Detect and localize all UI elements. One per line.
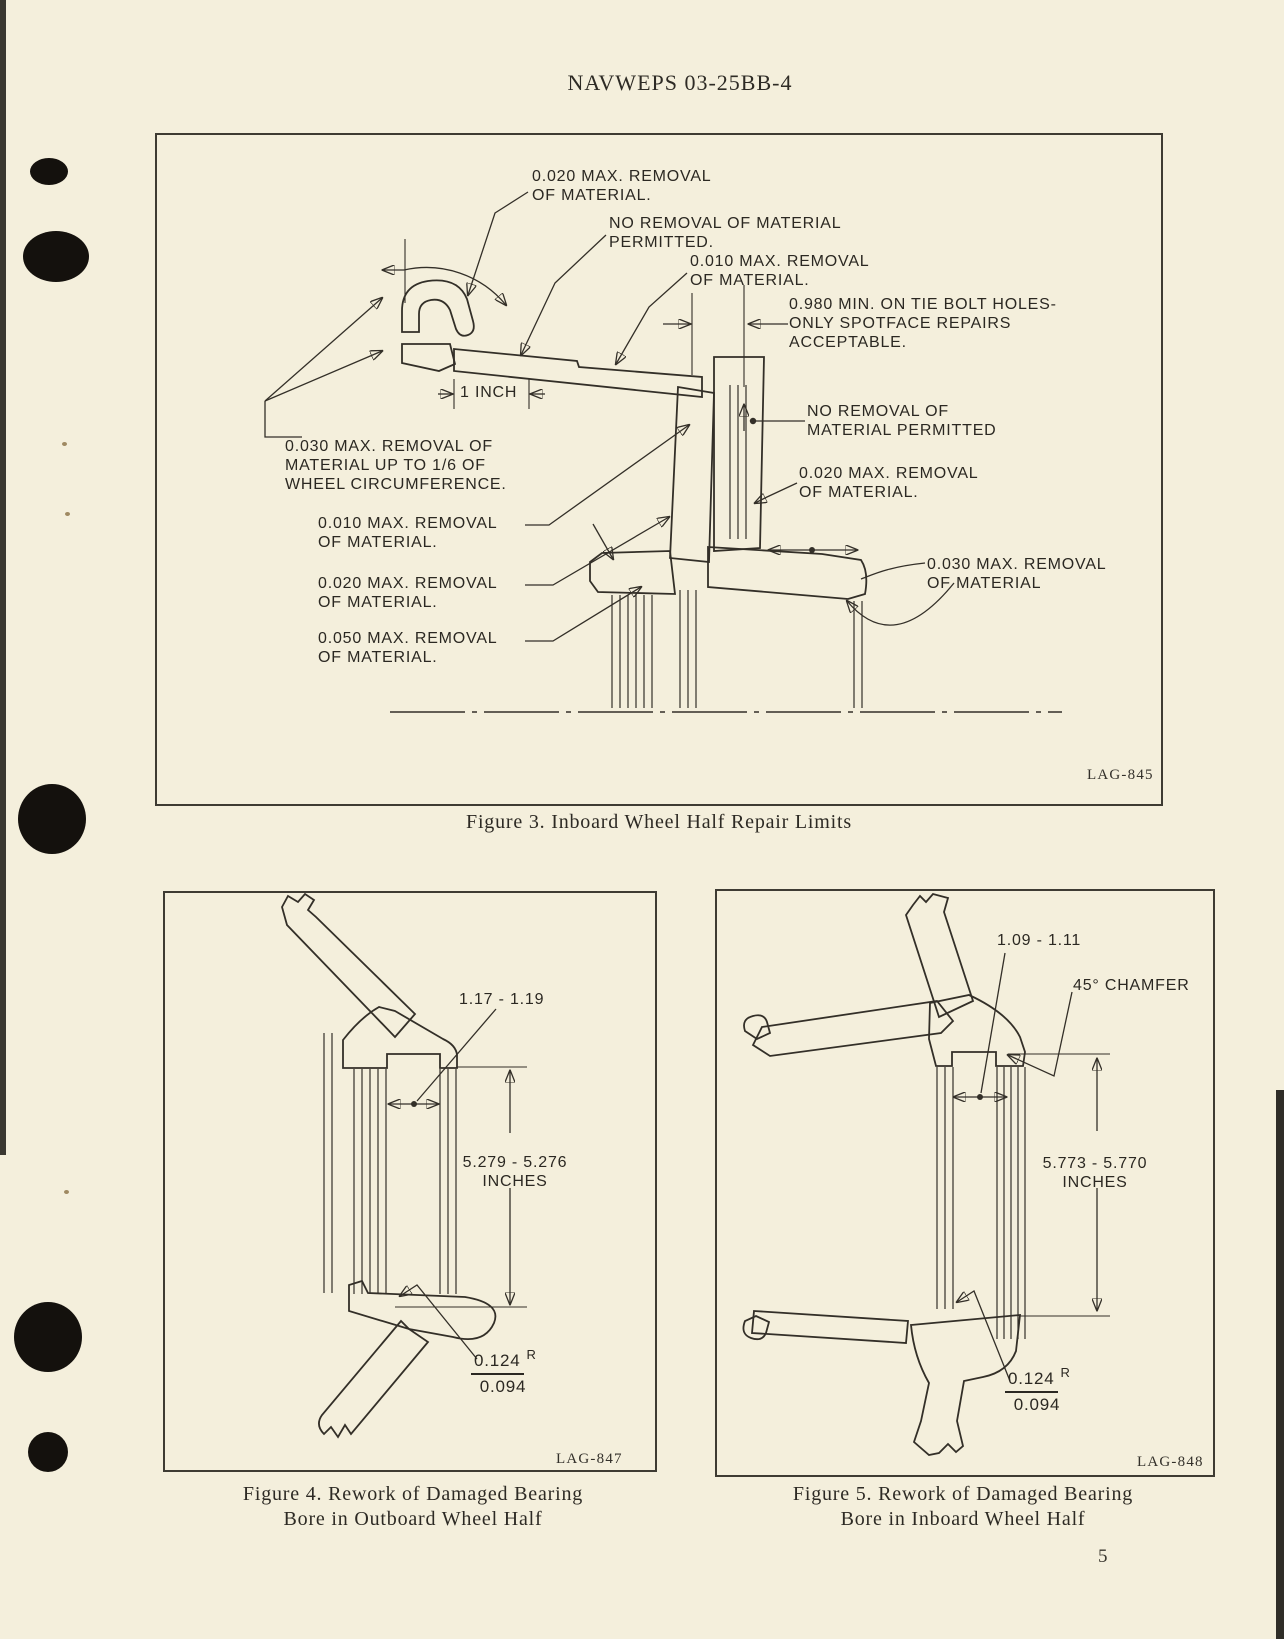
bore-cylinder-lines bbox=[936, 1067, 1026, 1339]
upper-spoke-arm bbox=[281, 893, 417, 1039]
callout-no-removal-hub: NO REMOVAL OF MATERIAL PERMITTED bbox=[807, 403, 997, 439]
flange-lip bbox=[401, 343, 457, 372]
dimension-1-inch: 1 INCH bbox=[460, 384, 518, 401]
lower-rim-band bbox=[751, 1310, 909, 1344]
callout-0010-removal-left: 0.010 MAX. REMOVAL OF MATERIAL. bbox=[318, 515, 498, 551]
drawing-id-lag847: LAG-847 bbox=[556, 1451, 623, 1467]
dimension-bore-depth: 5.773 - 5.770 INCHES bbox=[1042, 1155, 1148, 1191]
figure5-drawing bbox=[742, 892, 1110, 1456]
drawing-id-lag848: LAG-848 bbox=[1137, 1454, 1204, 1470]
upper-spoke-arm bbox=[905, 892, 975, 1019]
dimension-bore-width: 1.17 - 1.19 bbox=[459, 991, 545, 1008]
binder-hole-mark bbox=[14, 1302, 82, 1372]
hub-mass bbox=[342, 1006, 458, 1069]
lower-spoke-arm bbox=[318, 1319, 430, 1439]
hub-mass bbox=[928, 994, 1026, 1067]
figure4-caption: Figure 4. Rework of Damaged Bearing Bore… bbox=[242, 1483, 584, 1530]
callout-0020-removal-top: 0.020 MAX. REMOVAL OF MATERIAL. bbox=[532, 168, 712, 204]
document-number: NAVWEPS 03-25BB-4 bbox=[567, 70, 793, 95]
callout-no-removal-top: NO REMOVAL OF MATERIAL PERMITTED. bbox=[609, 215, 842, 251]
dimension-bore-depth: 5.279 - 5.276 INCHES bbox=[462, 1154, 568, 1190]
binder-hole-mark bbox=[30, 158, 68, 185]
bore-cylinder-lines bbox=[611, 590, 863, 708]
figure3-frame: 0.020 MAX. REMOVAL OF MATERIAL. NO REMOV… bbox=[155, 133, 1163, 806]
scan-left-edge bbox=[0, 0, 6, 1155]
wheel-half-section bbox=[742, 892, 1026, 1456]
binder-hole-mark bbox=[23, 231, 89, 282]
rim-flange-hook bbox=[401, 279, 475, 337]
callout-chamfer: 45° CHAMFER bbox=[1073, 977, 1190, 994]
figure3-caption: Figure 3. Inboard Wheel Half Repair Limi… bbox=[466, 811, 852, 833]
dimension-lines bbox=[389, 1008, 527, 1360]
callout-0030-circumference: 0.030 MAX. REMOVAL OF MATERIAL UP TO 1/6… bbox=[285, 438, 507, 493]
callout-0010-removal-right: 0.010 MAX. REMOVAL OF MATERIAL. bbox=[690, 253, 870, 289]
lower-hub-mass bbox=[910, 1314, 1022, 1456]
callout-tie-bolt-holes: 0.980 MIN. ON TIE BOLT HOLES- ONLY SPOTF… bbox=[789, 296, 1057, 351]
callout-0050-removal-left: 0.050 MAX. REMOVAL OF MATERIAL. bbox=[318, 630, 498, 666]
drawing-id-lag845: LAG-845 bbox=[1087, 767, 1154, 783]
figure4-drawing bbox=[281, 893, 527, 1439]
upper-rim-band bbox=[751, 1000, 955, 1057]
scan-speck bbox=[64, 1190, 69, 1194]
wheel-half-section bbox=[281, 893, 497, 1439]
bore-cylinder-lines bbox=[323, 1033, 457, 1294]
rim-band bbox=[453, 348, 703, 398]
tie-bolt-hole bbox=[725, 383, 751, 541]
figure3-drawing bbox=[264, 191, 1062, 713]
lower-rim-lip bbox=[742, 1315, 771, 1341]
callout-0020-removal-left: 0.020 MAX. REMOVAL OF MATERIAL. bbox=[318, 575, 498, 611]
dimension-bore-width: 1.09 - 1.11 bbox=[997, 932, 1082, 949]
callout-0020-removal-right: 0.020 MAX. REMOVAL OF MATERIAL. bbox=[799, 465, 979, 501]
dimension-lines bbox=[954, 952, 1110, 1382]
bottom-left-flange bbox=[589, 550, 677, 595]
callout-0030-removal-right: 0.030 MAX. REMOVAL OF MATERIAL bbox=[927, 556, 1107, 592]
binder-hole-mark bbox=[28, 1432, 68, 1472]
lower-hub-mass bbox=[348, 1279, 497, 1341]
tie-bolt-boss bbox=[713, 356, 765, 552]
page-number: 5 bbox=[1098, 1546, 1108, 1567]
scan-speck bbox=[65, 512, 70, 516]
figure5-caption: Figure 5. Rework of Damaged Bearing Bore… bbox=[792, 1483, 1134, 1530]
scan-right-edge bbox=[1276, 1090, 1284, 1639]
binder-hole-mark bbox=[18, 784, 86, 854]
leader-lines bbox=[264, 191, 955, 642]
scan-speck bbox=[62, 442, 67, 446]
bottom-right-flange bbox=[707, 546, 868, 600]
hub-web bbox=[669, 385, 715, 563]
figure5-frame: 1.09 - 1.11 45° CHAMFER 5.773 - 5.770 IN… bbox=[715, 889, 1215, 1477]
upper-rim-lip bbox=[743, 1014, 772, 1041]
